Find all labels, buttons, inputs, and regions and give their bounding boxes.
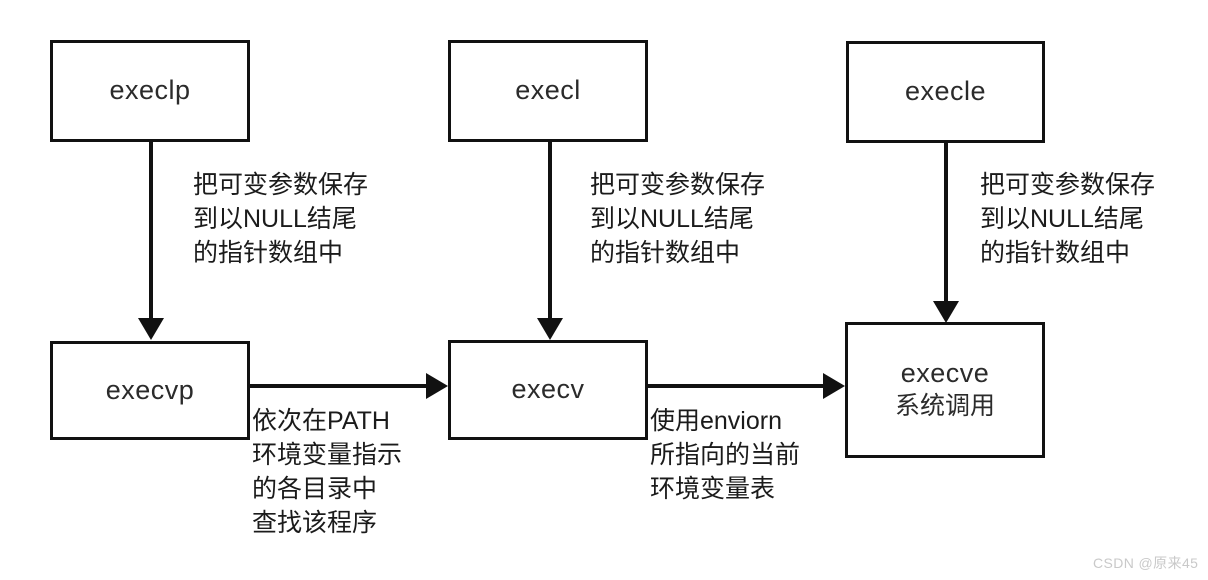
edge-execle-execve-line (944, 143, 948, 303)
node-execve[interactable]: execve 系统调用 (845, 322, 1045, 458)
node-execlp-label: execlp (109, 75, 191, 106)
edge-execle-execve-arrowhead (933, 301, 959, 323)
node-execle[interactable]: execle (846, 41, 1045, 143)
node-execl-label: execl (515, 75, 581, 106)
edge-execl-execv-arrowhead (537, 318, 563, 340)
edge-execvp-execv-arrowhead (426, 373, 448, 399)
node-execve-label: execve (900, 358, 990, 389)
annotation-execl-to-execv: 把可变参数保存 到以NULL结尾 的指针数组中 (590, 171, 766, 267)
node-execve-sublabel: 系统调用 (894, 392, 995, 421)
annotation-execlp-to-execvp: 把可变参数保存 到以NULL结尾 的指针数组中 (193, 171, 369, 267)
node-execle-label: execle (904, 76, 987, 107)
annotation-execv-to-execve: 使用enviorn 所指向的当前 环境变量表 (650, 407, 801, 503)
edge-execl-execv-line (548, 142, 552, 320)
node-execv[interactable]: execv (448, 340, 648, 440)
annotation-execvp-to-execv: 依次在PATH 环境变量指示 的各目录中 查找该程序 (252, 407, 403, 537)
edge-execlp-execvp-arrowhead (138, 318, 164, 340)
node-execv-label: execv (511, 374, 585, 405)
edge-execlp-execvp-line (149, 142, 153, 320)
node-execvp[interactable]: execvp (50, 341, 250, 440)
edge-execvp-execv-line (250, 384, 428, 388)
node-execl[interactable]: execl (448, 40, 648, 142)
edge-execv-execve-arrowhead (823, 373, 845, 399)
csdn-watermark: CSDN @原来45 (1093, 555, 1199, 571)
edge-execv-execve-line (648, 384, 825, 388)
node-execlp[interactable]: execlp (50, 40, 250, 142)
annotation-execle-to-execve: 把可变参数保存 到以NULL结尾 的指针数组中 (980, 171, 1156, 267)
node-execvp-label: execvp (105, 374, 195, 405)
